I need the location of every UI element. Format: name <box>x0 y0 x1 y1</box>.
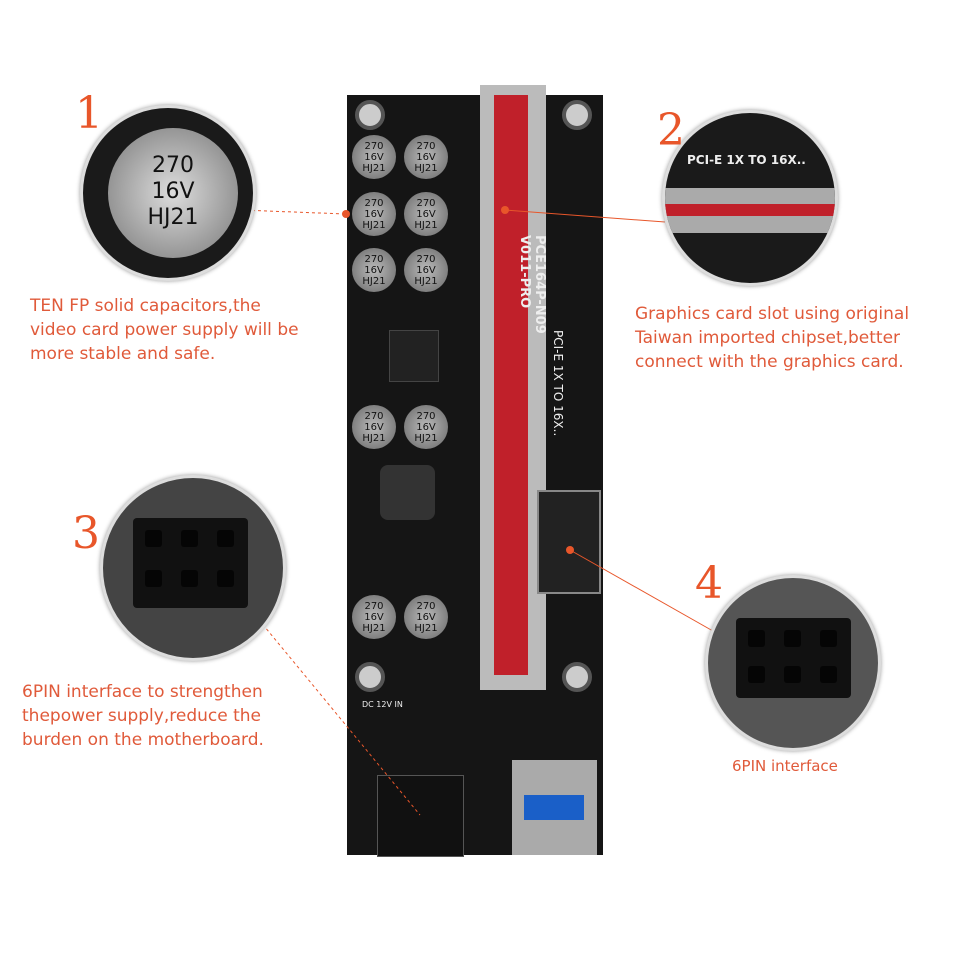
callout-number-3: 3 <box>72 508 100 559</box>
line: thepower supply,reduce the <box>22 706 261 726</box>
leader-line-4 <box>569 549 721 636</box>
6pin-closeup <box>736 618 851 698</box>
line: burden on the motherboard. <box>22 730 264 750</box>
cap-value: 270 <box>152 153 194 178</box>
line: Taiwan imported chipset,better <box>635 328 901 348</box>
mounting-hole <box>355 662 385 692</box>
callout-text-4: 6PIN interface <box>732 754 838 778</box>
line: 6PIN interface to strengthen <box>22 682 263 702</box>
slot-contacts <box>494 95 528 675</box>
line: Graphics card slot using original <box>635 304 910 324</box>
zoom-6pin-right <box>705 575 881 751</box>
leader-dot-4 <box>566 546 574 554</box>
dc-label: DC 12V IN <box>362 700 403 709</box>
inductor <box>380 465 435 520</box>
capacitor-closeup: 270 16V HJ21 <box>108 128 238 258</box>
cap-code: HJ21 <box>147 205 199 230</box>
mounting-hole <box>355 100 385 130</box>
callout-number-1: 1 <box>75 88 103 139</box>
pin-socket <box>217 530 234 547</box>
line: 6PIN interface <box>732 757 838 775</box>
leader-line-1 <box>239 209 347 215</box>
mounting-hole <box>562 662 592 692</box>
6pin-connector <box>537 490 601 594</box>
slot-label-closeup: PCI-E 1X TO 16X.. <box>687 153 806 167</box>
usb-blue-tongue <box>524 795 584 820</box>
voltage-regulator <box>389 330 439 382</box>
zoom-slot: PCI-E 1X TO 16X.. <box>662 110 838 286</box>
pin-socket <box>820 666 837 683</box>
pin-socket <box>145 570 162 587</box>
pcie-16x-slot <box>480 85 546 690</box>
callout-text-3: 6PIN interface to strengthen thepower su… <box>22 680 264 752</box>
line: video card power supply will be <box>30 320 299 340</box>
leader-line-2 <box>504 209 666 223</box>
pin-socket <box>748 630 765 647</box>
leader-dot-2 <box>501 206 509 214</box>
pin-socket <box>217 570 234 587</box>
cap-voltage: 16V <box>151 179 195 204</box>
zoom-6pin-left <box>100 475 286 661</box>
pin-socket <box>748 666 765 683</box>
line: TEN FP solid capacitors,the <box>30 296 261 316</box>
pin-socket <box>784 630 801 647</box>
callout-number-2: 2 <box>657 105 685 156</box>
line: connect with the graphics card. <box>635 352 904 372</box>
zoom-capacitor: 270 16V HJ21 <box>80 105 256 281</box>
pin-socket <box>181 570 198 587</box>
slot-red-closeup <box>665 204 835 216</box>
6pin-closeup <box>133 518 248 608</box>
line: more stable and safe. <box>30 344 216 364</box>
pin-socket <box>820 630 837 647</box>
dc-power-connector <box>377 775 464 857</box>
pin-socket <box>784 666 801 683</box>
callout-number-4: 4 <box>695 558 723 609</box>
callout-text-2: Graphics card slot using original Taiwan… <box>635 302 909 374</box>
usb3-port <box>512 760 597 855</box>
pcie-riser-board: PCE164P-N09 V011-PRO PCI-E 1X TO 16X.. 2… <box>347 85 603 857</box>
slot-closeup <box>665 188 835 233</box>
pin-socket <box>145 530 162 547</box>
mounting-hole <box>562 100 592 130</box>
pin-socket <box>181 530 198 547</box>
callout-text-1: TEN FP solid capacitors,the video card p… <box>30 294 299 366</box>
leader-dot-1 <box>342 210 350 218</box>
leader-line-3 <box>254 614 421 816</box>
